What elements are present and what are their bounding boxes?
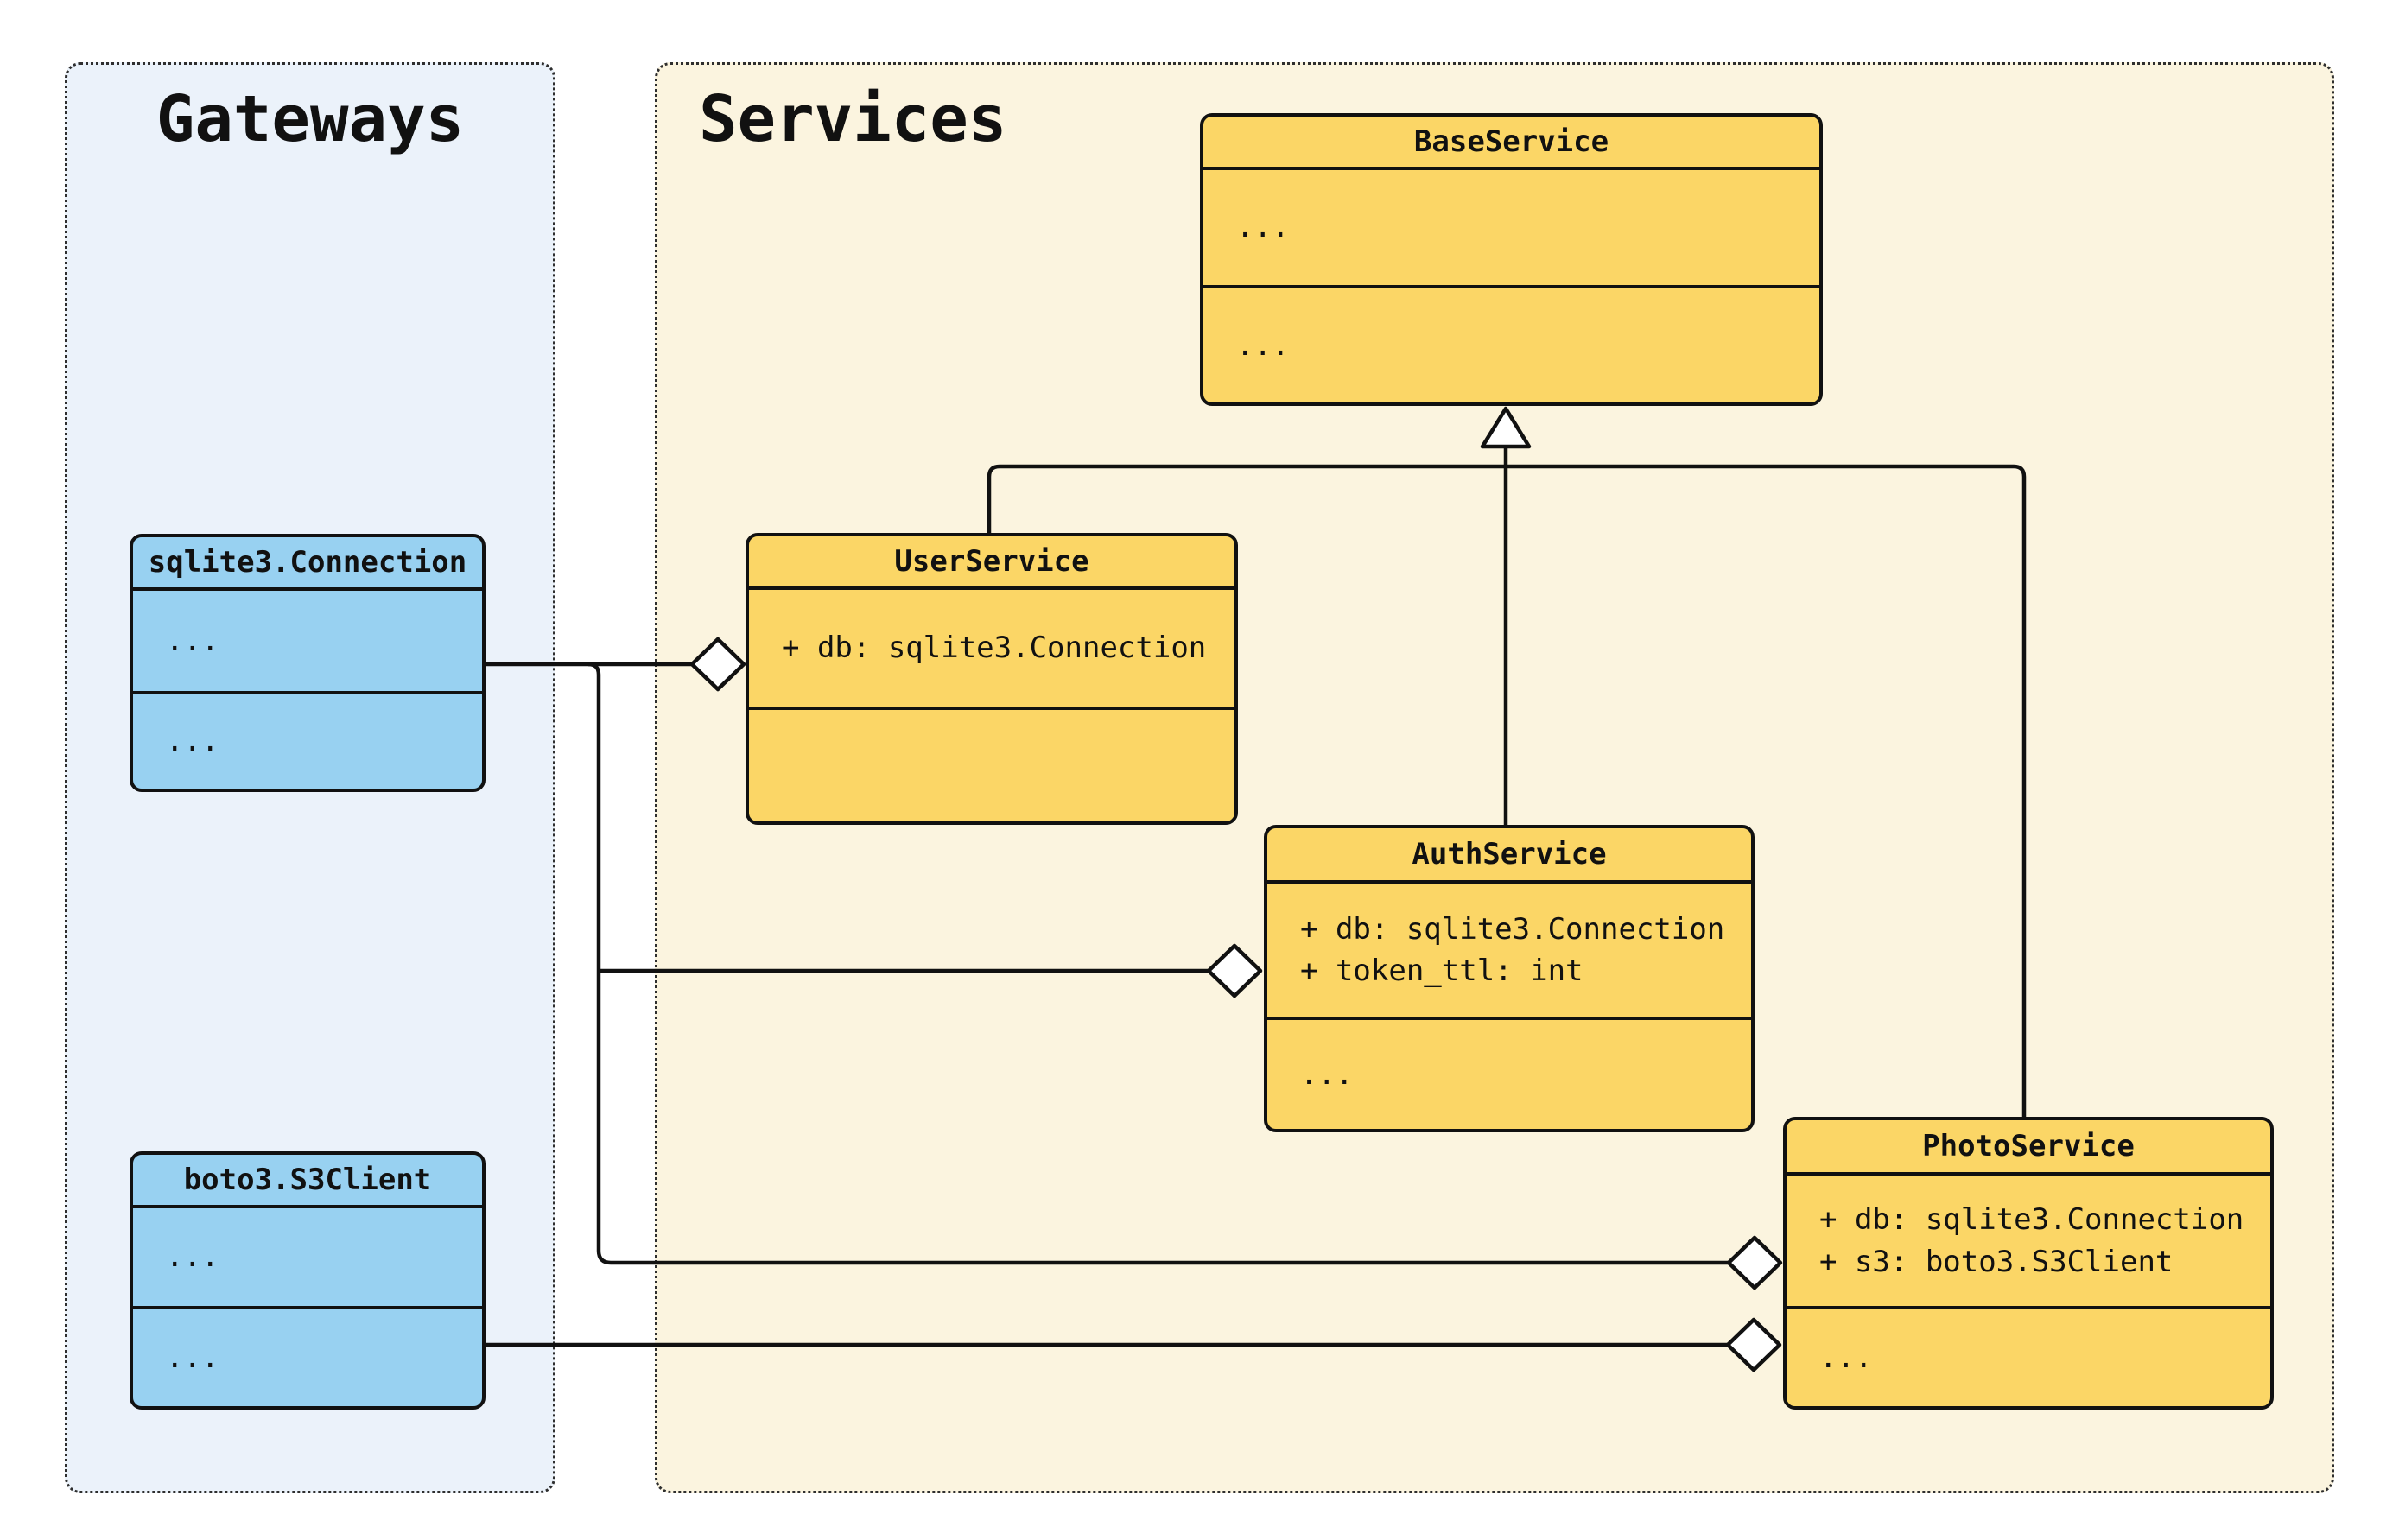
class-methods-authservice: ... xyxy=(1300,1056,1354,1092)
class-box-boto3-s3client: boto3.S3Client ... ... xyxy=(130,1151,486,1410)
class-attributes-boto3-s3client: ... xyxy=(133,1208,482,1309)
class-attributes-userservice: + db: sqlite3.Connection xyxy=(749,590,1234,710)
class-methods-sqlite3-connection: ... xyxy=(166,724,219,759)
services-title: Services xyxy=(699,82,1007,156)
class-name-baseservice: BaseService xyxy=(1203,117,1819,170)
class-methods-photoservice: ... xyxy=(1819,1340,1873,1375)
class-box-sqlite3-connection: sqlite3.Connection ... ... xyxy=(130,534,486,792)
class-name-photoservice: PhotoService xyxy=(1787,1120,2270,1176)
class-methods-userservice xyxy=(749,710,1234,821)
class-name-userservice: UserService xyxy=(749,536,1234,590)
class-box-authservice: AuthService + db: sqlite3.Connection + t… xyxy=(1264,825,1755,1132)
class-name-authservice: AuthService xyxy=(1267,828,1751,884)
class-methods-baseservice: ... xyxy=(1236,327,1290,363)
class-box-baseservice: BaseService ... ... xyxy=(1200,113,1823,406)
class-name-sqlite3-connection: sqlite3.Connection xyxy=(133,537,482,591)
gateways-title: Gateways xyxy=(155,82,465,156)
class-box-photoservice: PhotoService + db: sqlite3.Connection + … xyxy=(1783,1117,2274,1410)
class-attributes-authservice: + db: sqlite3.Connection + token_ttl: in… xyxy=(1267,884,1751,1020)
class-name-boto3-s3client: boto3.S3Client xyxy=(133,1155,482,1208)
class-attributes-baseservice: ... xyxy=(1203,170,1819,288)
class-attributes-sqlite3-connection: ... xyxy=(133,591,482,694)
class-methods-boto3-s3client: ... xyxy=(166,1340,219,1375)
class-attributes-photoservice: + db: sqlite3.Connection + s3: boto3.S3C… xyxy=(1787,1176,2270,1309)
class-box-userservice: UserService + db: sqlite3.Connection xyxy=(746,533,1238,825)
